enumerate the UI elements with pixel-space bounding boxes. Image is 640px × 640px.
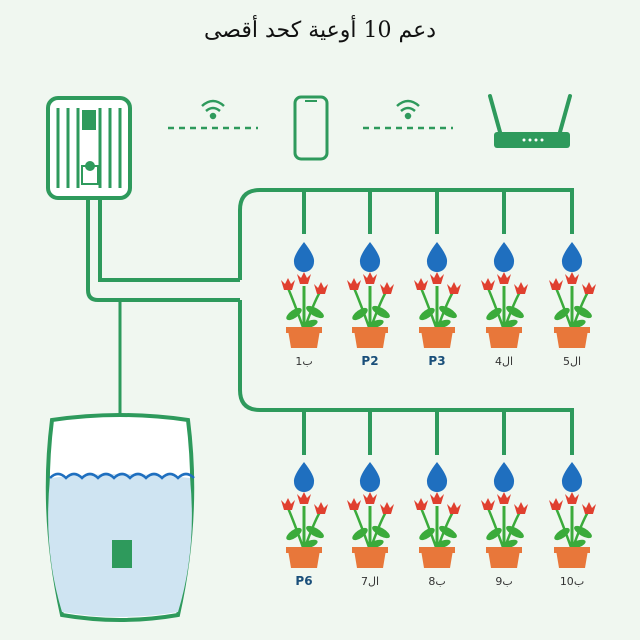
- drip-lines-row2: [302, 410, 574, 455]
- flower-icon: [414, 278, 428, 290]
- router-icon: [488, 94, 572, 148]
- water-drop-icon: [359, 462, 381, 492]
- water-drop-icon: [359, 242, 381, 272]
- flower-icon: [281, 498, 295, 510]
- flower-icon: [565, 492, 579, 504]
- plant-label: P3: [428, 354, 445, 368]
- wifi-icon: [363, 99, 453, 130]
- plant-label: 7ال: [361, 575, 379, 588]
- flower-icon: [363, 492, 377, 504]
- flower-icon: [497, 492, 511, 504]
- flower-icon: [549, 278, 563, 290]
- page-title: دعم 10 أوعية كحد أقصى: [203, 18, 437, 43]
- water-drop-icon: [426, 242, 448, 272]
- water-drop-icon: [493, 462, 515, 492]
- phone-icon: [293, 95, 329, 161]
- water-drop-icon: [493, 242, 515, 272]
- plant-pot: 7ال: [347, 462, 394, 588]
- plant-label: P2: [361, 354, 378, 368]
- plant-label: 4ال: [495, 355, 513, 368]
- flower-icon: [549, 498, 563, 510]
- drip-lines-row1: [302, 190, 574, 234]
- plant-label: 10ب: [560, 575, 584, 588]
- water-drop-icon: [561, 242, 583, 272]
- flower-icon: [297, 272, 311, 284]
- flower-icon: [414, 498, 428, 510]
- plant-label: P6: [295, 574, 312, 588]
- flower-icon: [481, 498, 495, 510]
- wifi-icon: [168, 99, 258, 130]
- water-drop-icon: [426, 462, 448, 492]
- water-tank-icon: [45, 413, 195, 622]
- flower-icon: [582, 502, 596, 514]
- plant-pot: 1ب: [281, 242, 328, 368]
- flower-icon: [314, 502, 328, 514]
- flower-icon: [447, 502, 461, 514]
- flower-icon: [582, 282, 596, 294]
- water-drop-icon: [561, 462, 583, 492]
- water-drop-icon: [293, 462, 315, 492]
- plant-label: 5ال: [563, 355, 581, 368]
- flower-icon: [380, 282, 394, 294]
- pump-icon: [46, 96, 132, 200]
- plant-pot: 9ب: [481, 462, 528, 588]
- plant-label: 8ب: [428, 575, 445, 588]
- flower-icon: [565, 272, 579, 284]
- flower-icon: [347, 498, 361, 510]
- flower-icon: [514, 502, 528, 514]
- plant-label: 9ب: [495, 575, 512, 588]
- plant-pot: 10ب: [549, 462, 596, 588]
- flower-icon: [281, 278, 295, 290]
- flower-icon: [497, 272, 511, 284]
- plant-pot: P6: [281, 462, 328, 588]
- plant-label: 1ب: [295, 355, 312, 368]
- plant-pot: P3: [414, 242, 461, 368]
- flower-icon: [363, 272, 377, 284]
- flower-icon: [430, 272, 444, 284]
- flower-icon: [514, 282, 528, 294]
- plant-pot: 5ال: [549, 242, 596, 368]
- plants: 1ب P2 P3 4ال 5ال P6 7ال 8ب 9ب 10ب: [281, 242, 596, 588]
- flower-icon: [297, 492, 311, 504]
- flower-icon: [380, 502, 394, 514]
- flower-icon: [481, 278, 495, 290]
- plant-pot: 4ال: [481, 242, 528, 368]
- plant-pot: P2: [347, 242, 394, 368]
- flower-icon: [447, 282, 461, 294]
- water-drop-icon: [293, 242, 315, 272]
- flower-icon: [347, 278, 361, 290]
- flower-icon: [430, 492, 444, 504]
- plant-pot: 8ب: [414, 462, 461, 588]
- flower-icon: [314, 282, 328, 294]
